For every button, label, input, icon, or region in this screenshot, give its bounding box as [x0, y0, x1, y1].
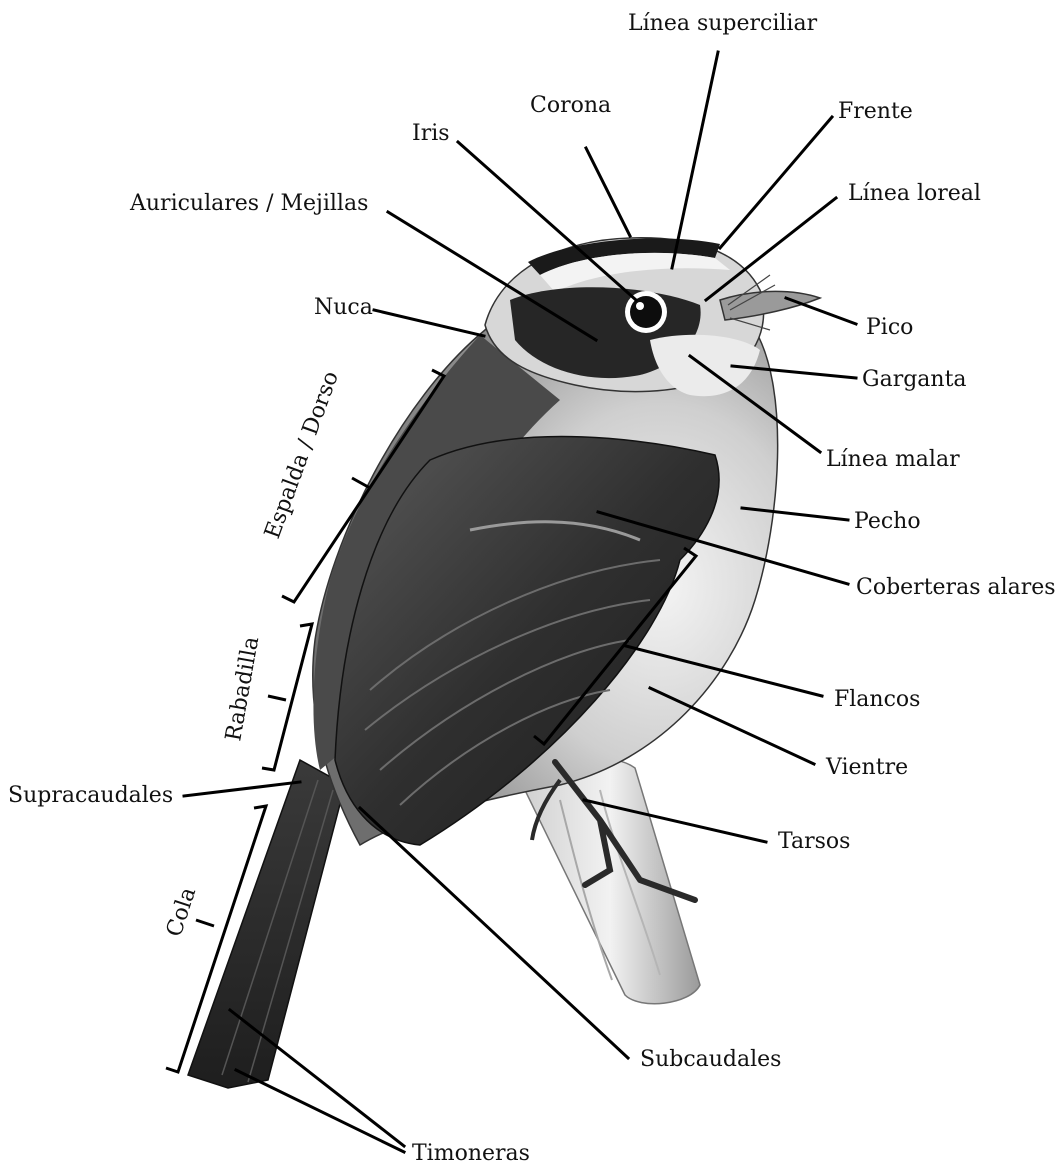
- label-corona: Corona: [530, 93, 611, 118]
- label-vientre: Vientre: [825, 755, 908, 780]
- label-espalda-dorso: Espalda / Dorso: [260, 368, 344, 542]
- label-pecho: Pecho: [854, 509, 921, 534]
- label-pico: Pico: [866, 315, 913, 340]
- bird-illustration: [188, 238, 820, 1088]
- label-tarsos: Tarsos: [778, 829, 850, 854]
- label-auriculares-mejillas: Auriculares / Mejillas: [129, 191, 368, 216]
- label-nuca: Nuca: [314, 295, 373, 320]
- perch-branch: [520, 759, 700, 1004]
- label-linea-loreal: Línea loreal: [848, 181, 981, 206]
- label-flancos: Flancos: [834, 687, 920, 712]
- label-subcaudales: Subcaudales: [640, 1047, 781, 1072]
- label-timoneras: Timoneras: [412, 1141, 530, 1166]
- label-coberteras-alares: Coberteras alares: [856, 575, 1056, 600]
- label-frente: Frente: [838, 99, 913, 124]
- label-cola: Cola: [162, 884, 201, 940]
- label-linea-superciliar: Línea superciliar: [628, 11, 818, 36]
- bracket-rabadilla: [262, 624, 312, 770]
- label-rabadilla: Rabadilla: [221, 635, 264, 743]
- label-supracaudales: Supracaudales: [8, 783, 173, 808]
- label-linea-malar: Línea malar: [826, 447, 960, 472]
- label-garganta: Garganta: [862, 367, 967, 392]
- label-iris: Iris: [412, 121, 450, 146]
